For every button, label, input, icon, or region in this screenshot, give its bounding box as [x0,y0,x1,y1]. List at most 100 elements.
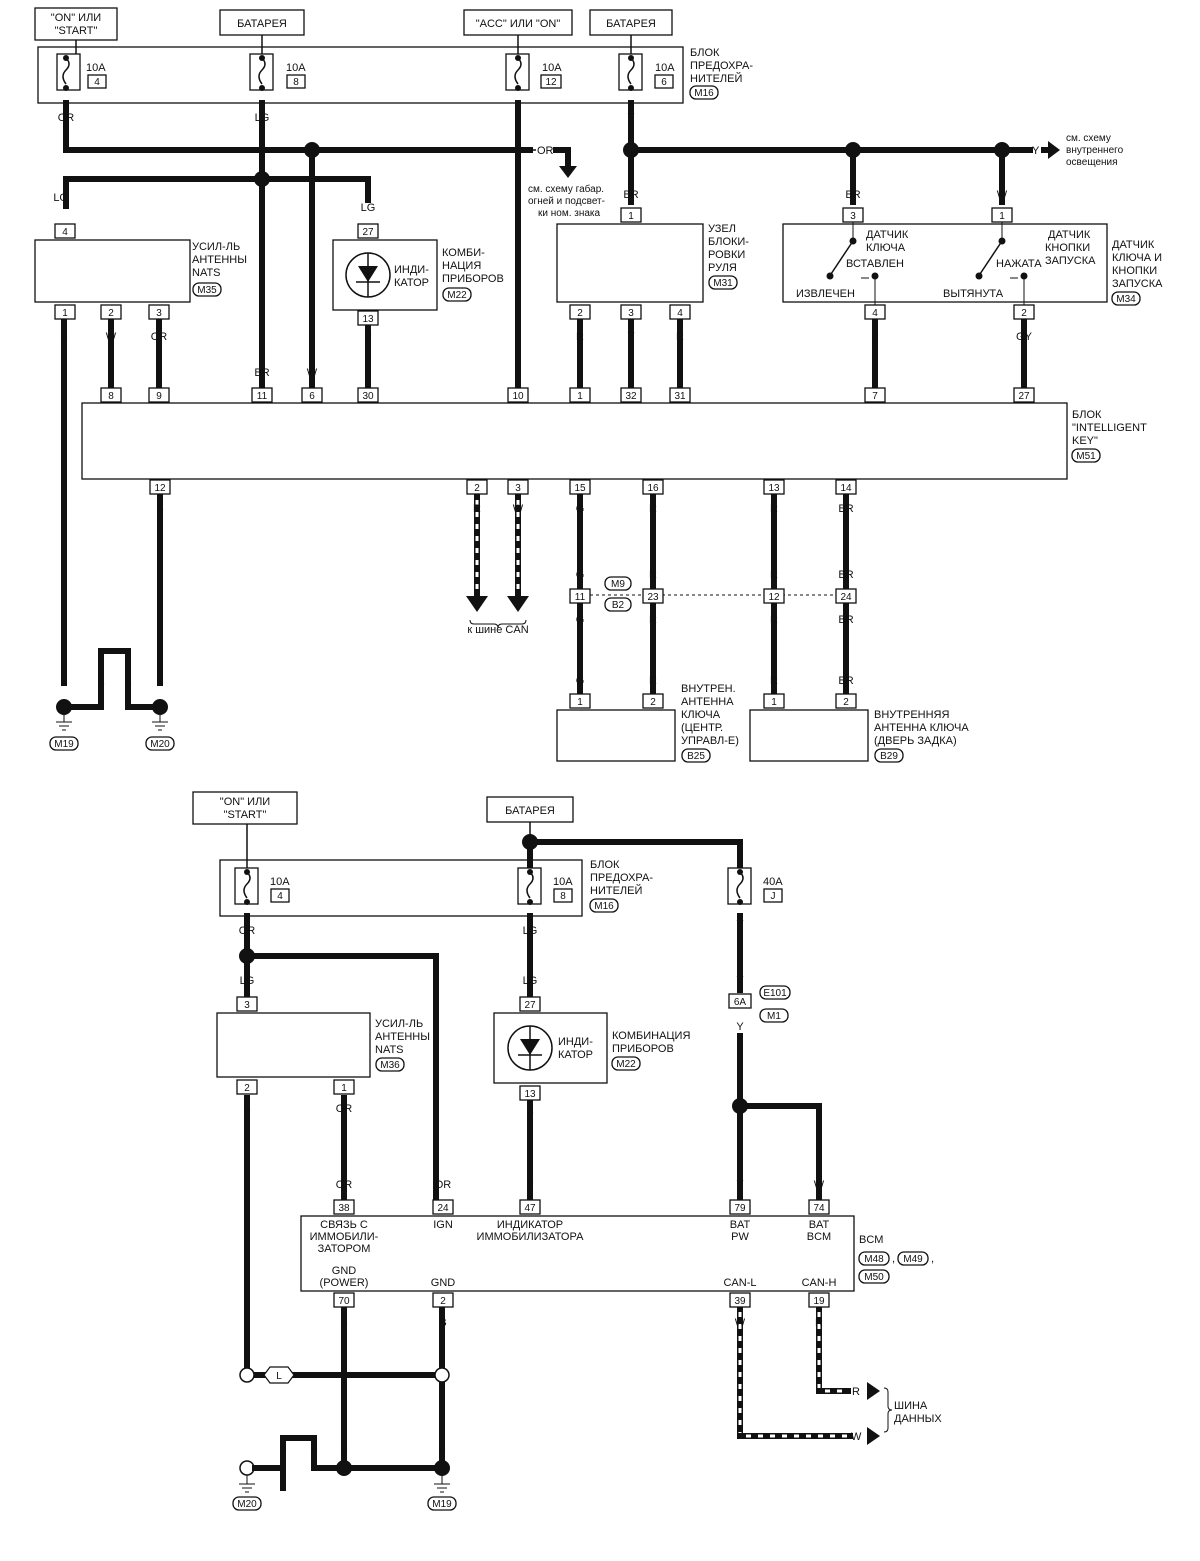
fuse-number: 4 [94,77,100,88]
switch-state: ИЗВЛЕЧЕН [796,288,855,300]
wire-color: W [307,367,318,379]
pin-number: 1 [577,391,583,402]
pin-number: 3 [244,1000,250,1011]
wire-color: P [871,331,878,343]
interior-light-note: см. схему [1066,133,1111,144]
bus-wire-color: R [852,1386,860,1398]
wire-color: Y [627,331,635,343]
bcm-terminal-label: CAN-H [802,1277,837,1289]
wire-color: G [576,675,585,687]
wire-color: B [279,1443,286,1455]
pin-number: 2 [440,1296,446,1307]
wire-color: L [515,367,521,379]
connector-tag: M34 [1116,294,1136,305]
component-label: ПРИБОРОВ [612,1043,674,1055]
nats-amplifier-m35: LG 4 УСИЛ-ЛЬ АНТЕННЫ NATS M35 1 2 3 B W … [34,192,247,343]
component-label: КЛЮЧА И [1112,252,1162,264]
wire-color: R [649,503,657,515]
wire-color: BR [838,569,853,581]
wire-color: BR [623,189,638,201]
or-note: ки ном. знака [538,208,601,219]
wire-color: B [60,677,67,689]
source-on-start-box [192,791,298,825]
fuse-amp: 10A [553,876,573,888]
pin-number: 47 [524,1203,536,1214]
nats-amplifier-m36: LG 3 УСИЛ-ЛЬ АНТЕННЫ NATS M36 2 1 B OR [216,975,430,1115]
wire-color: B [156,677,163,689]
wire-color: G [576,503,585,515]
wire-color: LG [523,925,538,937]
indicator-label: ИНДИ- [394,264,429,276]
fuse-12: 10A 12 [505,35,562,91]
pin-number: 1 [771,697,777,708]
wire-color: R [649,675,657,687]
connector-tag: M1 [767,1011,781,1022]
fuse-amp: 10A [542,62,562,74]
wire-color: BR [838,675,853,687]
bcm-terminal-label: BCM [807,1231,831,1243]
wire-color: G [576,569,585,581]
pin-number: 4 [872,308,878,319]
joint-connector-6a: Y 6A E101 M1 Y [728,975,791,1033]
fuse-8: 10A 8 [517,822,573,905]
pin-number: 27 [362,227,374,238]
switch-state: ВЫТЯНУТА [943,288,1004,300]
pin-number: 27 [1018,391,1030,402]
or-wire-label: OR [537,145,554,157]
pin-number: 3 [156,308,162,319]
pin-number: 6 [309,391,315,402]
wire-color: Y [736,1179,744,1191]
pin-number: 16 [647,483,659,494]
switch-label: ДАТЧИК [1048,229,1091,241]
pin-number: 15 [574,483,586,494]
wire-color: R [649,614,657,626]
pin-number: 12 [154,483,166,494]
wire-color: W [997,189,1008,201]
wire-color: W [513,503,524,515]
wire-color: B [340,1443,347,1455]
pin-number: 1 [999,211,1005,222]
pin-number: 24 [437,1203,449,1214]
wire-color: R [576,331,584,343]
fuse-block-label: ПРЕДОХРА- [590,872,653,884]
wire-color: BR [845,189,860,201]
source-battery-label: БАТАРЕЯ [505,805,555,817]
pin-number: 32 [625,391,637,402]
fuse-block-connector: M16 [594,901,614,912]
wire-color: W [106,331,117,343]
wire-color: OR [151,331,168,343]
source-on-start-label: "START" [224,809,267,821]
component-label: РОВКИ [708,249,745,261]
pin-number: 23 [647,592,659,603]
bcm-terminal-label: ЗАТОРОМ [318,1243,371,1255]
wire-color: B [310,1443,317,1455]
component-label: ВНУТРЕННЯЯ [874,709,949,721]
bcm-terminal-label: СВЯЗЬ С [320,1219,368,1231]
wire-color: B [439,1317,446,1329]
component-label: УПРАВЛ-Е) [681,735,739,747]
connector-tag: B29 [880,751,898,762]
source-battery-box [486,796,574,823]
wire-color: OR [336,1103,353,1115]
fuse-amp: 10A [655,62,675,74]
wire-color: R [815,1317,823,1329]
component-label: КНОПКИ [1112,265,1157,277]
fuse-number: 12 [545,77,557,88]
fuse-4: 10A 4 [234,824,290,905]
connector-tag: B25 [687,751,705,762]
pin-number: 3 [628,308,634,319]
pin-number: 4 [62,227,68,238]
component-label: "INTELLIGENT [1072,422,1147,434]
pin-number: 24 [840,592,852,603]
switch-state: НАЖАТА [996,258,1042,270]
switch-label: ДАТЧИК [866,229,909,241]
source-on-start-label: "START" [55,25,98,37]
ground-connector: M20 [150,739,170,750]
switch-label: КНОПКИ [1045,242,1090,254]
wire-color: Y [736,975,744,987]
pin-number: 2 [650,697,656,708]
bcm-terminal-label: CAN-L [723,1277,756,1289]
fuse-block-label: НИТЕЛЕЙ [690,72,742,85]
inside-key-antenna-b29: R BR 1 2 ВНУТРЕННЯЯ АНТЕННА КЛЮЧА (ДВЕРЬ… [749,675,969,763]
wire-color: GY [1016,331,1033,343]
